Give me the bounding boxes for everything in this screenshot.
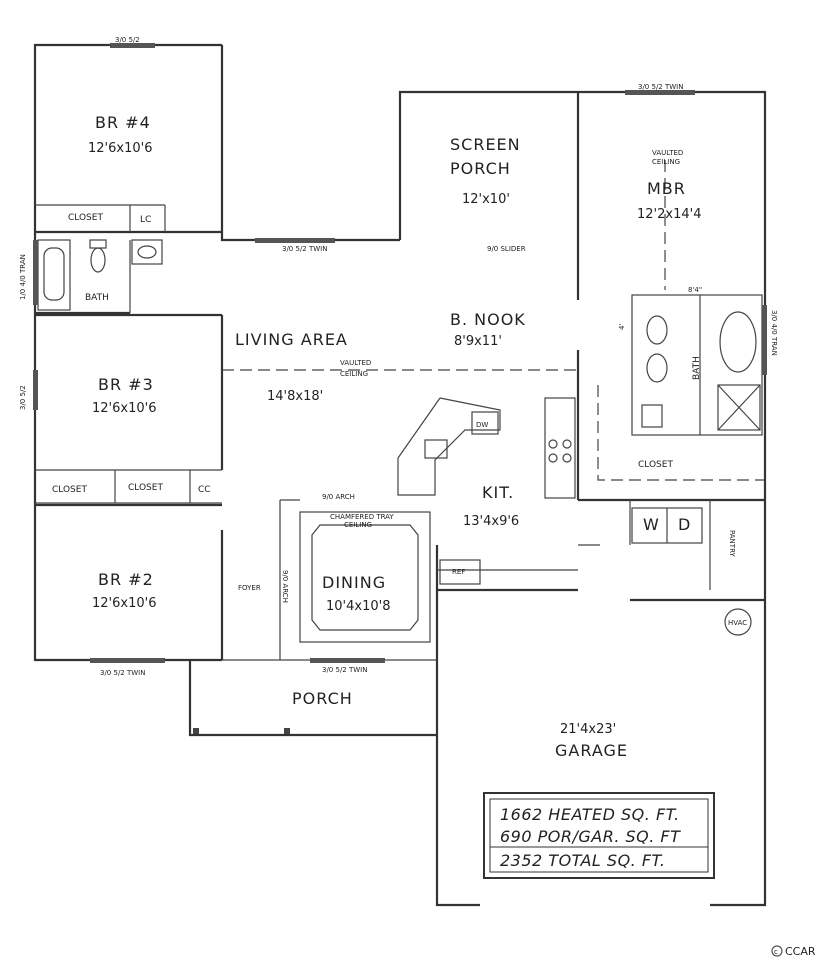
room-name-br3: BR #3 <box>98 375 154 394</box>
label-foyer: FOYER <box>238 584 261 592</box>
watermark-text: CCAR <box>785 945 815 958</box>
bath-dim-width: 8'4" <box>688 286 702 294</box>
living-ceiling-2: CEILING <box>340 370 368 378</box>
bath-dim-height: 4' <box>618 324 626 330</box>
label-bath-hall: BATH <box>85 293 109 303</box>
window-label-slider: 9/0 SLIDER <box>487 245 526 253</box>
window-label-mbr: 3/0 5/2 TWIN <box>638 83 683 91</box>
room-name-screen-porch-1: SCREEN <box>450 135 521 154</box>
square-footage-box: 1662 HEATED SQ. FT. 690 POR/GAR. SQ. FT … <box>483 792 715 879</box>
room-name-nook: B. NOOK <box>450 310 526 329</box>
room-name-garage: GARAGE <box>555 741 628 760</box>
arch-label-top: 9/0 ARCH <box>322 493 355 501</box>
window-label-mbr-bath: 3/0 4/0 TRAN <box>770 310 778 356</box>
label-lc: LC <box>140 215 151 225</box>
living-ceiling-1: VAULTED <box>340 359 371 367</box>
label-pantry: PANTRY <box>728 530 736 557</box>
label-closet-br4: CLOSET <box>68 213 103 223</box>
room-name-br2: BR #2 <box>98 570 154 589</box>
label-ref: REF <box>452 568 465 576</box>
arch-label-side: 9/0 ARCH <box>281 570 289 603</box>
room-dim-mbr: 12'2x14'4 <box>637 207 701 222</box>
window-label-br4: 3/0 5/2 <box>115 36 140 44</box>
dining-ceiling-1: CHAMFERED TRAY <box>330 513 394 521</box>
room-dim-nook: 8'9x11' <box>454 334 502 349</box>
room-name-br4: BR #4 <box>95 113 151 132</box>
window-label-dining: 3/0 5/2 TWIN <box>322 666 367 674</box>
fixtures <box>37 160 761 734</box>
heated-sqft: 1662 HEATED SQ. FT. <box>500 805 680 824</box>
room-name-mbr: MBR <box>647 179 686 198</box>
window-label-br2: 3/0 5/2 TWIN <box>100 669 145 677</box>
mbr-ceiling-1: VAULTED <box>652 149 683 157</box>
dining-ceiling-2: CEILING <box>344 521 372 529</box>
ccar-watermark: c CCAR <box>771 945 815 958</box>
room-dim-living: 14'8x18' <box>267 389 323 404</box>
label-hvac: HVAC <box>728 619 747 627</box>
room-name-kit: KIT. <box>482 483 514 502</box>
label-washer: W <box>643 515 660 534</box>
room-dim-garage: 21'4x23' <box>560 722 616 737</box>
exterior-walls <box>33 43 767 907</box>
windows <box>33 43 767 663</box>
room-dim-dining: 10'4x10'8 <box>326 599 390 614</box>
total-sqft: 2352 TOTAL SQ. FT. <box>500 851 666 870</box>
room-name-screen-porch-2: PORCH <box>450 159 511 178</box>
interior-walls <box>35 204 765 660</box>
room-dim-kit: 13'4x9'6 <box>463 514 519 529</box>
copyright-icon: c <box>774 948 778 956</box>
room-dim-screen-porch: 12'x10' <box>462 192 510 207</box>
mbr-ceiling-2: CEILING <box>652 158 680 166</box>
label-mbr-bath: BATH <box>692 356 702 380</box>
room-dim-br4: 12'6x10'6 <box>88 141 152 156</box>
label-dw: DW <box>476 421 488 429</box>
window-label-bath: 1/0 4/0 TRAN <box>19 254 27 300</box>
label-closet-br3: CLOSET <box>52 485 87 495</box>
label-mbr-closet: CLOSET <box>638 460 673 470</box>
label-cc: CC <box>198 485 211 495</box>
room-name-living: LIVING AREA <box>235 330 348 349</box>
room-dim-br2: 12'6x10'6 <box>92 596 156 611</box>
label-dryer: D <box>678 515 691 534</box>
room-name-dining: DINING <box>322 573 386 592</box>
window-label-hall: 3/0 5/2 TWIN <box>282 245 327 253</box>
porch-garage-sqft: 690 POR/GAR. SQ. FT <box>500 827 681 846</box>
window-label-br3: 3/0 5/2 <box>19 385 27 410</box>
label-closet-br2: CLOSET <box>128 483 163 493</box>
room-dim-br3: 12'6x10'6 <box>92 401 156 416</box>
room-name-porch: PORCH <box>292 689 353 708</box>
